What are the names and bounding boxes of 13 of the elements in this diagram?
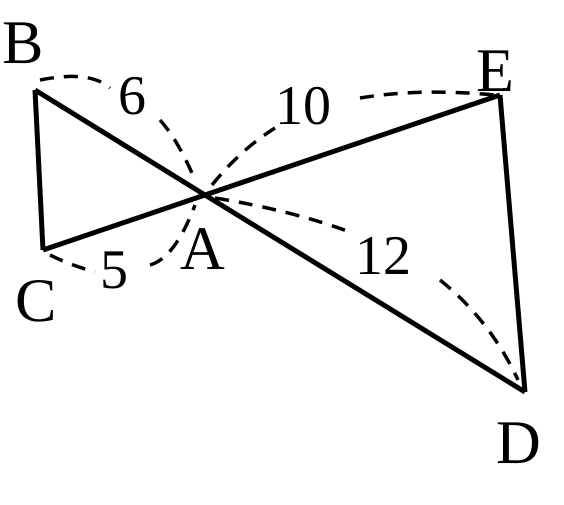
vertex-label: C: [15, 270, 56, 332]
line-segment: [498, 94, 528, 392]
vertex-label: D: [496, 412, 541, 474]
length-label: 12: [355, 228, 411, 284]
vertex-label: B: [2, 12, 44, 74]
vertex-label: A: [180, 218, 225, 280]
line-segment: [32, 90, 46, 250]
line-segment: [34, 88, 206, 198]
length-label: 5: [100, 242, 128, 298]
line-segment: [42, 192, 206, 252]
length-label: 6: [118, 68, 146, 124]
vertex-label: E: [476, 40, 514, 102]
length-label: 10: [275, 78, 331, 134]
